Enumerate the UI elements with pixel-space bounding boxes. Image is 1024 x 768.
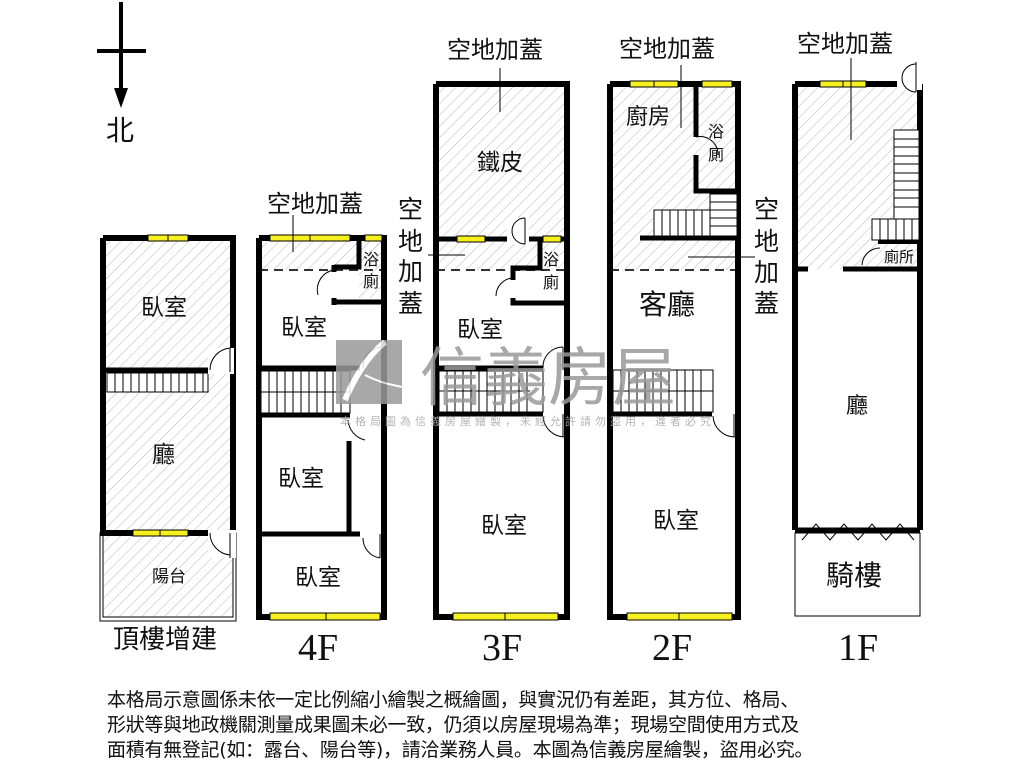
window-icon [456, 235, 486, 243]
room-label: 臥室 [295, 565, 341, 591]
window-icon [269, 612, 381, 621]
room-label: 騎樓 [826, 559, 882, 592]
floor-label-1f: 1F [838, 627, 878, 669]
annotation-4f: 空地加蓋 [267, 190, 363, 218]
room-label: 臥室 [278, 466, 324, 492]
window-icon [542, 235, 562, 243]
svg-text:地: 地 [754, 227, 779, 256]
floor-label-4f: 4F [298, 627, 338, 669]
disclaimer-line: 形狀等與地政機關測量成果圖未必一致，仍須以房屋現場為準；現場空間使用方式及 [107, 714, 799, 736]
floor-rooftop [99, 234, 237, 622]
annotation-1f: 空地加蓋 [797, 30, 893, 58]
room-label: 鐵皮 [477, 150, 523, 176]
svg-text:蓋: 蓋 [754, 289, 779, 318]
disclaimer-note: 本格局示意圖係未依一定比例縮小繪製之概繪圖，與實況仍有差距，其方位、格局、 形狀… [107, 688, 927, 763]
floor-4f [256, 215, 387, 621]
room-label: 廁 [543, 273, 559, 292]
disclaimer-line: 本格局示意圖係未依一定比例縮小繪製之概繪圖，與實況仍有差距，其方位、格局、 [107, 689, 799, 711]
north-arrow-icon [97, 2, 146, 108]
floor-label-3f: 3F [482, 627, 522, 669]
window-icon [364, 234, 383, 242]
room-label: 臥室 [281, 315, 327, 341]
room-label: 浴 [543, 250, 559, 269]
room-label: 臥室 [141, 295, 187, 321]
window-icon [701, 80, 733, 88]
svg-text:空: 空 [754, 195, 779, 224]
annotation-2f-top: 空地加蓋 [619, 35, 715, 63]
room-label: 廳 [152, 442, 175, 468]
floor-label-rooftop: 頂樓增建 [113, 625, 217, 655]
svg-text:蓋: 蓋 [398, 289, 423, 318]
svg-text:加: 加 [398, 257, 423, 286]
room-label: 廚房 [626, 105, 670, 130]
room-label: 臥室 [481, 513, 527, 539]
room-label: 浴 [708, 122, 724, 141]
disclaimer-line: 面積有無登記(如：露台、陽台等)，請洽業務人員。本圖為信義房屋繪製，盜用必究。 [107, 739, 814, 761]
compass-label: 北 [106, 114, 134, 147]
room-label: 客廳 [639, 288, 695, 321]
svg-text:加: 加 [754, 258, 779, 287]
floor-label-2f: 2F [652, 627, 692, 669]
watermark: 信義房屋 本格局圖為信義房屋繪製，未經允許請勿盜用，違者必究 [336, 339, 715, 428]
annotation-3f-side: 空 地 加 蓋 [398, 195, 423, 318]
room-label: 廁 [708, 145, 724, 164]
watermark-brand: 信義房屋 [420, 342, 676, 416]
room-label: 廳 [846, 394, 868, 419]
room-label: 臥室 [457, 317, 503, 343]
room-label: 廁所 [884, 248, 914, 266]
floor-1f [792, 58, 923, 617]
room-label: 陽台 [152, 567, 186, 587]
floor-2f [607, 65, 755, 621]
room-label: 廁 [363, 272, 379, 291]
room-label: 浴 [363, 250, 379, 269]
svg-text:空: 空 [398, 195, 423, 224]
annotation-2f-side: 空 地 加 蓋 [754, 195, 779, 318]
room-label: 臥室 [653, 508, 699, 534]
floor-3f [428, 68, 570, 621]
annotation-3f-top: 空地加蓋 [447, 36, 543, 64]
watermark-subtitle: 本格局圖為信義房屋繪製，未經允許請勿盜用，違者必究 [340, 414, 715, 428]
svg-text:地: 地 [398, 227, 423, 256]
